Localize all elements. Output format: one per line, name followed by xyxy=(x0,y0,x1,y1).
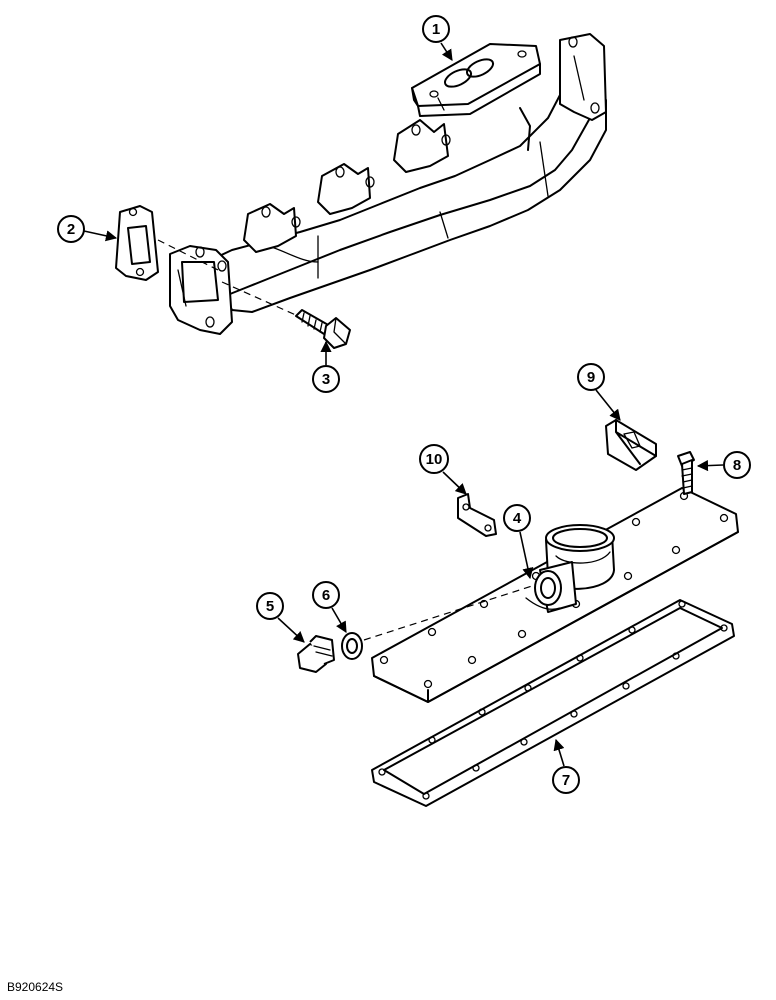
svg-text:3: 3 xyxy=(322,371,330,388)
tappet-cover-gasket xyxy=(371,599,735,807)
mounting-screw xyxy=(677,451,695,495)
figure-code: B920624S xyxy=(7,980,64,994)
sealing-washer xyxy=(341,632,363,660)
exhaust-manifold xyxy=(169,33,607,335)
bolt-alignment-line xyxy=(221,281,299,317)
svg-text:10: 10 xyxy=(426,451,443,468)
callout-4: 4 xyxy=(503,504,534,580)
plug-alignment-line xyxy=(363,585,533,641)
tappet-cover xyxy=(371,487,739,703)
svg-text:4: 4 xyxy=(513,510,522,527)
callout-1: 1 xyxy=(422,15,453,61)
drain-plug xyxy=(297,635,335,673)
callout-6: 6 xyxy=(312,581,347,633)
callout-2: 2 xyxy=(57,215,118,243)
svg-text:5: 5 xyxy=(266,598,274,615)
callout-7: 7 xyxy=(552,738,580,794)
manifold-bolt xyxy=(295,309,351,349)
svg-text:7: 7 xyxy=(562,772,570,789)
callout-8: 8 xyxy=(696,451,751,479)
clip xyxy=(457,493,497,537)
svg-text:2: 2 xyxy=(67,221,75,238)
svg-text:1: 1 xyxy=(432,21,440,38)
bracket xyxy=(605,419,657,471)
callout-10: 10 xyxy=(419,444,467,495)
callout-3: 3 xyxy=(312,340,340,393)
svg-text:8: 8 xyxy=(733,457,741,474)
callout-9: 9 xyxy=(577,363,621,421)
svg-text:9: 9 xyxy=(587,369,595,386)
callout-5: 5 xyxy=(256,592,305,643)
svg-text:6: 6 xyxy=(322,587,330,604)
manifold-gasket xyxy=(115,205,159,281)
